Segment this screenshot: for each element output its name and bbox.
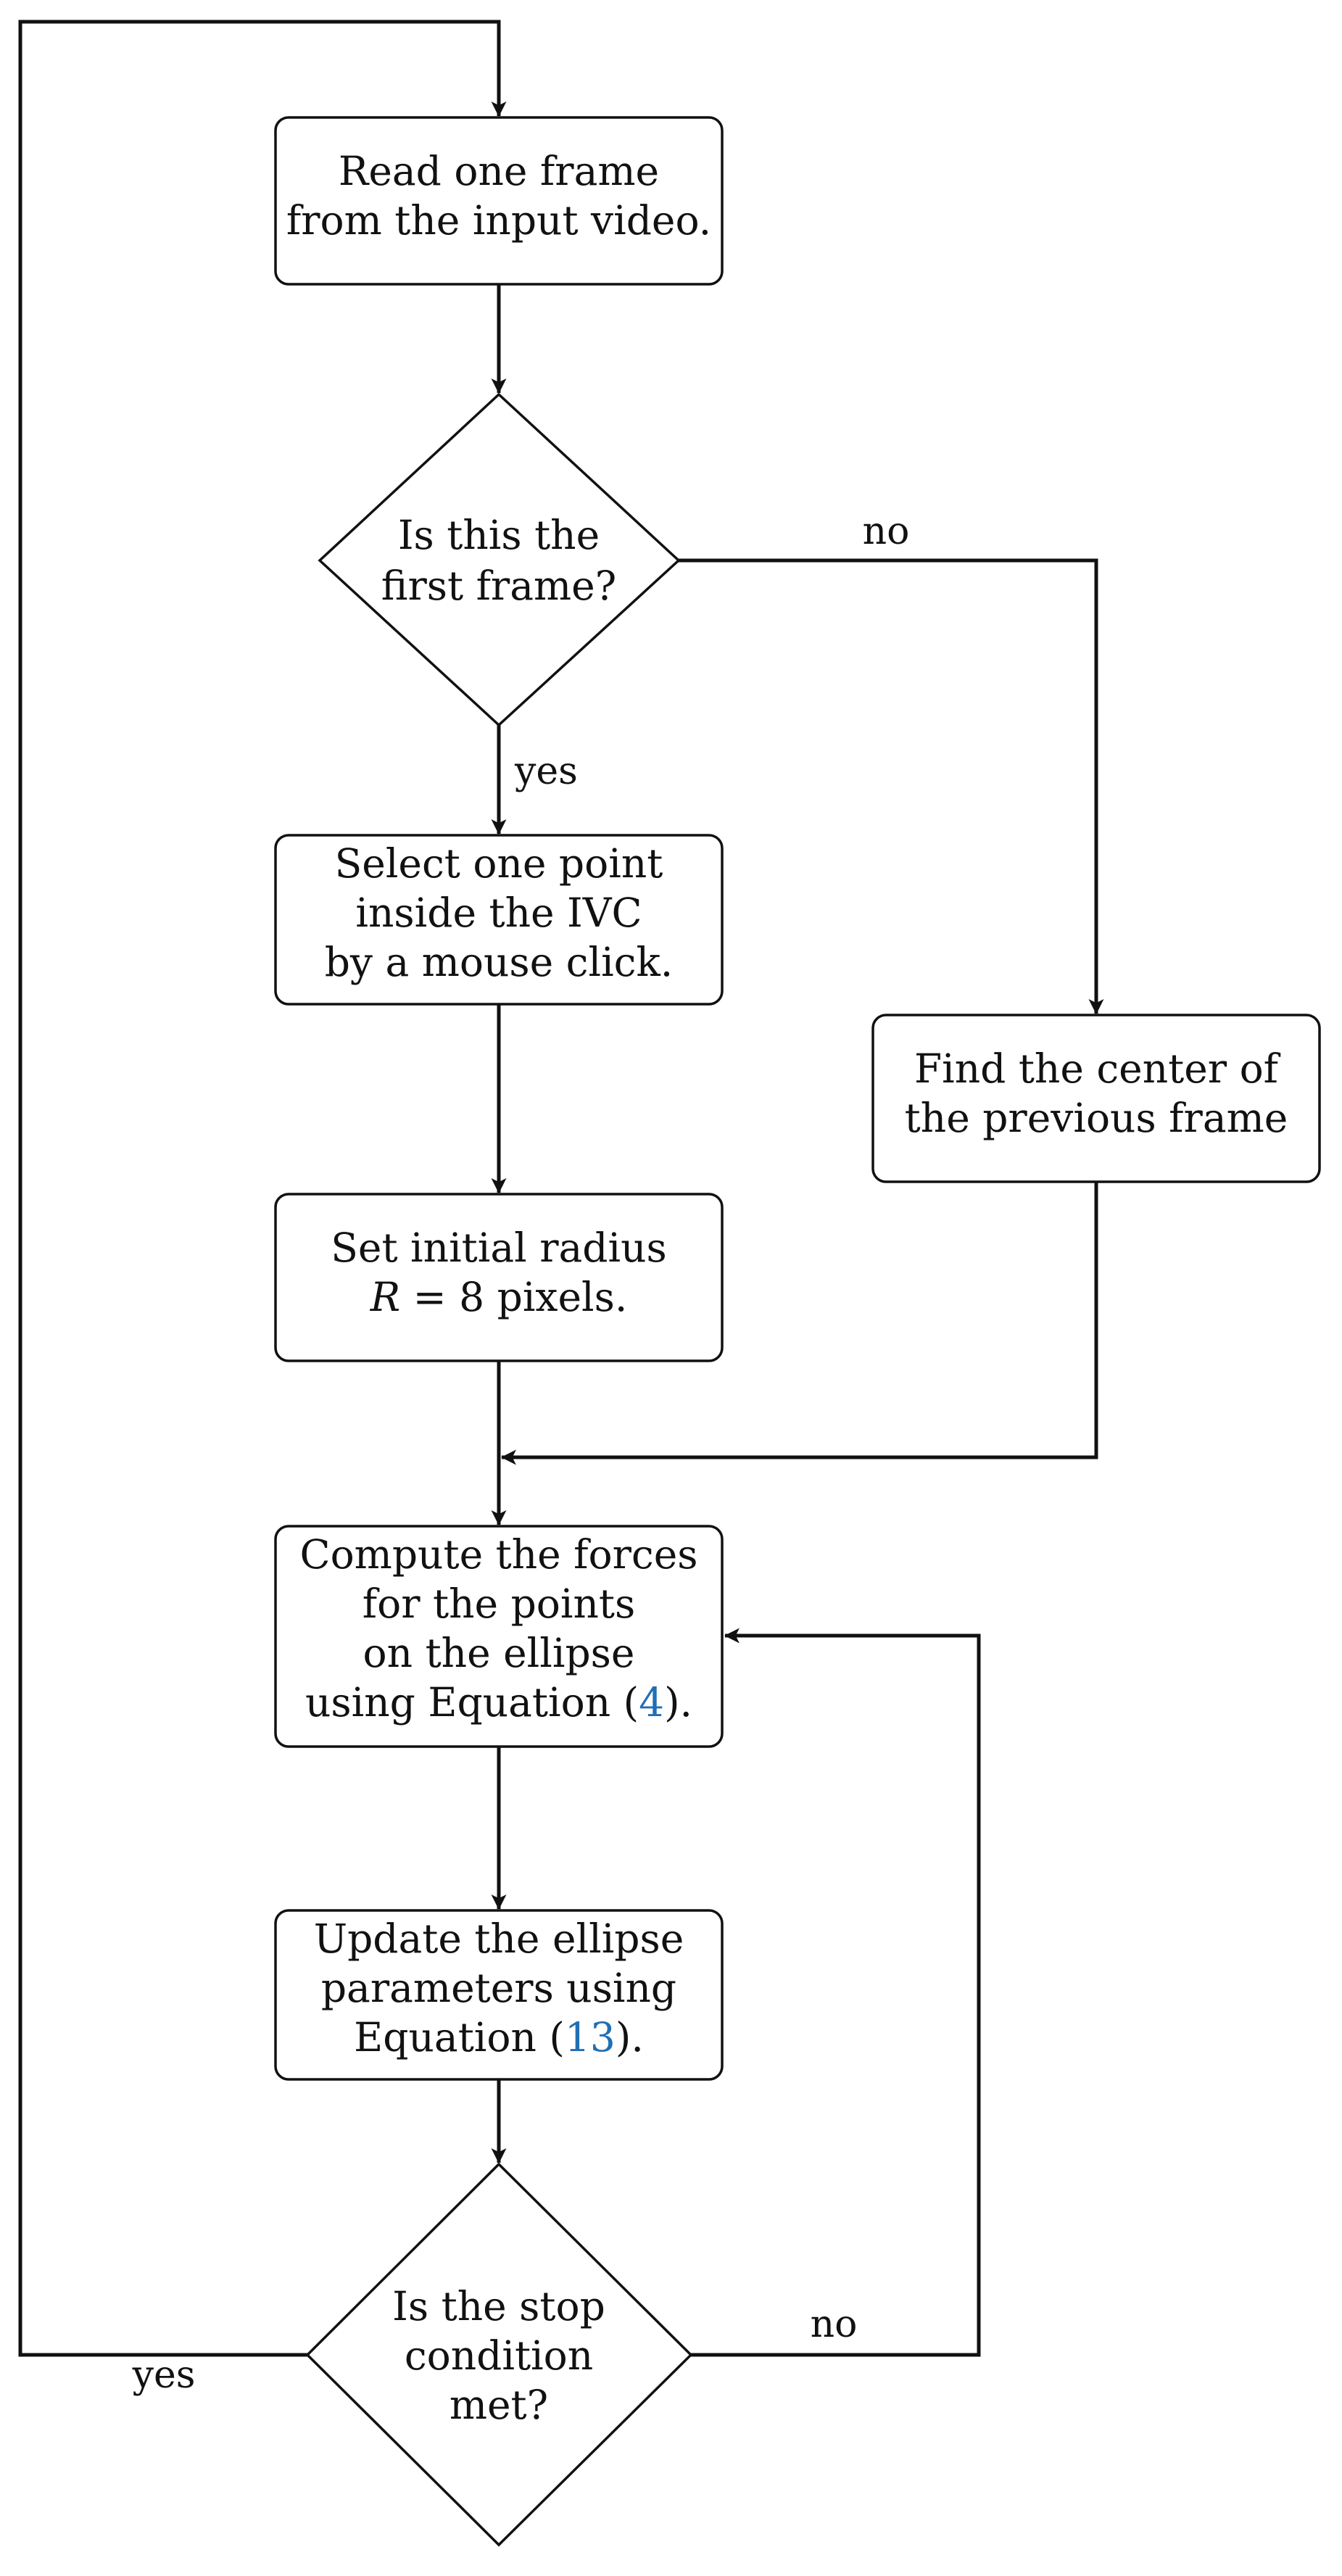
first-frame-yes-label: yes: [514, 750, 578, 793]
stop-yes-label: yes: [132, 2353, 196, 2397]
read-frame-box: [274, 116, 724, 286]
first-frame-line2: first frame?: [381, 563, 616, 609]
edge-find-center-to-merge: [500, 1182, 1098, 1465]
equation-suffix: ).: [616, 2014, 644, 2061]
set-radius-line2: R = 8 pixels.: [370, 1274, 628, 1320]
set-radius-line1: Set initial radius: [331, 1225, 667, 1271]
equation-prefix: using Equation (: [305, 1679, 639, 1726]
stop-line1: Is the stop: [392, 2283, 605, 2329]
select-point-line1: Select one point: [335, 840, 663, 887]
radius-variable: R: [370, 1274, 400, 1320]
equation-prefix: Equation (: [354, 2014, 565, 2061]
first-frame-no-label: no: [863, 510, 910, 553]
read-frame-line2: from the input video.: [286, 197, 711, 244]
radius-value: = 8 pixels.: [400, 1274, 627, 1320]
find-center-line1: Find the center of: [914, 1045, 1281, 1092]
compute-forces-line3: on the ellipse: [363, 1630, 635, 1676]
compute-forces-box: [274, 1525, 724, 1748]
stop-diamond: [305, 2162, 693, 2547]
edge-stop-yes-to-read: [18, 20, 507, 2357]
first-frame-line1: Is this the: [398, 512, 600, 558]
compute-forces-node: Compute the forces for the points on the…: [274, 1525, 724, 1748]
update-params-box: [274, 1909, 724, 2081]
compute-forces-line4: using Equation (4).: [305, 1679, 692, 1726]
read-frame-line1: Read one frame: [339, 148, 659, 194]
read-frame-node: Read one frame from the input video.: [274, 116, 724, 286]
select-point-line2: inside the IVC: [355, 890, 642, 936]
equation-suffix: ).: [664, 1679, 692, 1726]
stop-line3: met?: [450, 2382, 548, 2428]
set-radius-box: [274, 1193, 724, 1362]
update-params-line3: Equation (13).: [354, 2014, 644, 2061]
select-point-line3: by a mouse click.: [325, 939, 674, 985]
first-frame-diamond: [318, 392, 681, 727]
stop-no-label: no: [811, 2303, 858, 2346]
equation-4-link[interactable]: 4: [639, 1679, 664, 1726]
set-radius-node: Set initial radius R = 8 pixels.: [274, 1193, 724, 1362]
update-params-node: Update the ellipse parameters using Equa…: [274, 1909, 724, 2081]
first-frame-decision-node: Is this the first frame?: [318, 392, 681, 727]
compute-forces-line1: Compute the forces: [299, 1531, 697, 1578]
stop-line2: condition: [405, 2332, 593, 2379]
equation-13-link[interactable]: 13: [565, 2014, 616, 2061]
find-center-box: [871, 1014, 1321, 1183]
select-point-node: Select one point inside the IVC by a mou…: [274, 834, 724, 1006]
edge-stop-no-to-compute: [691, 1628, 981, 2357]
update-params-line1: Update the ellipse: [314, 1916, 684, 1962]
find-center-node: Find the center of the previous frame: [871, 1014, 1321, 1183]
edge-decision-no-to-find-center: [679, 558, 1104, 1015]
stop-decision-node: Is the stop condition met?: [305, 2162, 693, 2547]
connectors: [18, 20, 1104, 2357]
compute-forces-line2: for the points: [363, 1581, 635, 1627]
find-center-line2: the previous frame: [905, 1095, 1288, 1141]
select-point-box: [274, 834, 724, 1006]
update-params-line2: parameters using: [321, 1965, 676, 2011]
